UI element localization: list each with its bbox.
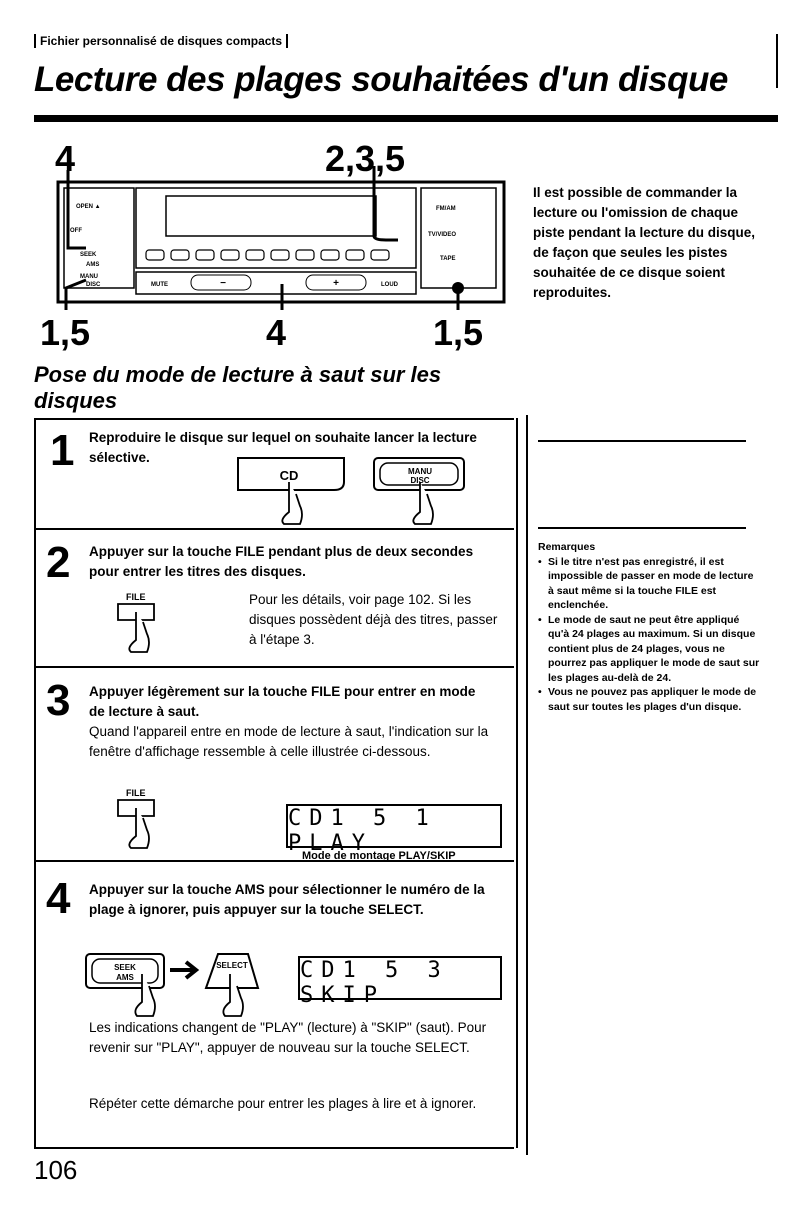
- step-number: 4: [46, 874, 71, 923]
- steps-top-rule: [34, 418, 514, 420]
- column-divider: [526, 415, 528, 1155]
- page-number: 106: [34, 1155, 78, 1185]
- seek-button-label: SEEK: [114, 963, 136, 972]
- right-margin-rule: [776, 34, 778, 88]
- disc-button-label: DISC: [410, 476, 429, 485]
- step-heading: Appuyer légèrement sur la touche FILE po…: [89, 684, 476, 719]
- step-divider: [34, 666, 514, 668]
- tape-label: TAPE: [440, 256, 456, 262]
- step-text: Quand l'appareil entre en mode de lectur…: [89, 724, 489, 759]
- remark-item: Vous ne pouvez pas appliquer le mode de …: [538, 685, 760, 714]
- remark-item: Le mode de saut ne peut être appliqué qu…: [538, 613, 760, 686]
- step-text: Les indications changent de "PLAY" (lect…: [89, 1020, 487, 1055]
- step-4: 4 Appuyer sur la touche AMS pour sélecti…: [34, 860, 514, 1147]
- lcd-caption: Mode de montage PLAY/SKIP: [302, 850, 456, 862]
- car-stereo-illustration: − + OPEN ▲ OFF SEEK AMS MANU DISC MUTE L…: [56, 166, 506, 310]
- chapter-tag: Fichier personnalisé de disques compacts: [34, 34, 289, 48]
- step-3: 3 Appuyer légèrement sur la touche FILE …: [34, 666, 514, 862]
- cd-button-label: CD: [280, 468, 299, 483]
- intro-paragraph: Il est possible de commander la lecture …: [533, 185, 756, 300]
- step-divider: [34, 860, 514, 862]
- section-title: Pose du mode de lecture à saut sur les d…: [34, 362, 442, 413]
- seek-label: SEEK: [80, 252, 97, 258]
- right-column-rule-2: [538, 527, 746, 529]
- callout-top-left: 4: [55, 138, 76, 179]
- step-heading: Appuyer sur la touche AMS pour sélection…: [89, 882, 485, 917]
- open-label: OPEN ▲: [76, 204, 101, 210]
- svg-text:+: +: [333, 278, 339, 289]
- right-column-rule-1: [538, 440, 746, 442]
- file-button-illustration: FILE: [117, 788, 155, 849]
- callout-bottom-center: 4: [266, 312, 287, 353]
- svg-text:−: −: [220, 278, 226, 289]
- step-divider: [34, 528, 514, 530]
- manu-label: MANU: [80, 274, 98, 280]
- remark-item: Si le titre n'est pas enregistré, il est…: [538, 555, 760, 613]
- step-number: 1: [50, 426, 75, 475]
- file-button-label: FILE: [126, 788, 146, 798]
- ams-select-buttons-illustration: SEEK AMS SELECT: [85, 953, 260, 1017]
- steps-bottom-rule: [34, 1147, 514, 1149]
- step-number: 3: [46, 676, 71, 725]
- step-heading: Reproduire le disque sur lequel on souha…: [89, 430, 477, 465]
- cd-and-manu-buttons-illustration: CD MANU DISC: [237, 457, 465, 525]
- remarks-block: Remarques Si le titre n'est pas enregist…: [538, 540, 760, 714]
- callout-bottom-left: 1,5: [40, 312, 91, 353]
- steps-frame: [34, 418, 518, 1148]
- callout-top-center: 2,3,5: [325, 138, 406, 179]
- lcd-display-play: CD1 5 1 PLAY: [286, 804, 502, 856]
- title-rule: [34, 115, 778, 122]
- step-text: Répéter cette démarche pour entrer les p…: [89, 1096, 477, 1111]
- page-title: Lecture des plages souhaitées d'un disqu…: [34, 60, 728, 99]
- ams-button-label: AMS: [116, 973, 134, 982]
- remarks-title: Remarques: [538, 541, 596, 553]
- loud-label: LOUD: [381, 282, 399, 288]
- manu-button-label: MANU: [408, 467, 432, 476]
- mute-label: MUTE: [151, 282, 168, 288]
- disc-label: DISC: [86, 282, 101, 288]
- step-1: 1 Reproduire le disque sur lequel on sou…: [34, 418, 514, 528]
- step-text: Pour les détails, voir page 102. Si les …: [249, 592, 498, 647]
- step-number: 2: [46, 538, 71, 587]
- select-button-label: SELECT: [216, 961, 248, 970]
- step-heading: Appuyer sur la touche FILE pendant plus …: [89, 544, 474, 579]
- step-2: 2 Appuyer sur la touche FILE pendant plu…: [34, 528, 514, 666]
- callout-bottom-right: 1,5: [433, 312, 484, 353]
- ams-label: AMS: [86, 262, 99, 268]
- fmam-label: FM/AM: [436, 206, 456, 212]
- off-label: OFF: [70, 228, 82, 234]
- tvvideo-label: TV/VIDEO: [428, 232, 456, 238]
- lcd-display-skip: CD1 5 3 SKIP: [298, 956, 502, 1008]
- file-button-label: FILE: [126, 592, 146, 602]
- file-button-illustration: FILE: [117, 592, 155, 653]
